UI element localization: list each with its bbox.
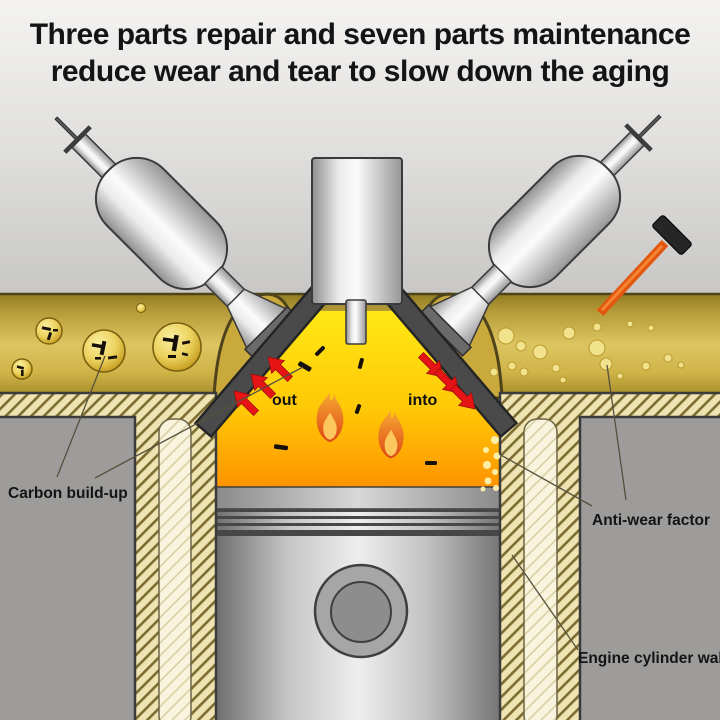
chamber-roof: [193, 281, 519, 439]
spark-plug-body: [311, 157, 403, 305]
piston: [215, 486, 501, 720]
headline-line1: Three parts repair and seven parts maint…: [29, 18, 691, 51]
leader-lines: [56, 355, 627, 651]
coolant-passage-right: [523, 418, 558, 720]
oil-bubble: [136, 303, 146, 313]
coolant-passage-left: [158, 418, 192, 720]
spark-plug: [311, 157, 403, 345]
label-carbon-buildup: Carbon build-up: [8, 485, 128, 502]
screwdriver: [596, 215, 692, 317]
anti-wear-particles: [489, 320, 685, 384]
oil-bubble: [35, 317, 63, 345]
piston-crown: [215, 486, 501, 510]
wrist-pin: [330, 581, 392, 643]
piston-rings: [216, 509, 500, 536]
combustion-chamber: [216, 311, 500, 490]
oil-bubble: [11, 358, 33, 380]
oil-bubble: [152, 322, 202, 372]
headline-line2: reduce wear and tear to slow down the ag…: [50, 55, 670, 88]
screwdriver-handle: [652, 215, 692, 255]
label-anti-wear-factor: Anti-wear factor: [592, 512, 710, 529]
spark-plug-electrode: [345, 299, 367, 345]
oil-bubble: [82, 329, 126, 373]
label-engine-cylinder-wall: Engine cylinder wall: [578, 650, 720, 667]
label-into: into: [408, 392, 438, 409]
headline: Three parts repair and seven parts maint…: [0, 16, 720, 90]
anti-wear-cluster: [480, 436, 501, 492]
label-out: out: [272, 392, 297, 409]
carbon-debris: [273, 345, 437, 465]
engine-block: [0, 391, 720, 720]
carbon-bubbles: [11, 303, 202, 380]
